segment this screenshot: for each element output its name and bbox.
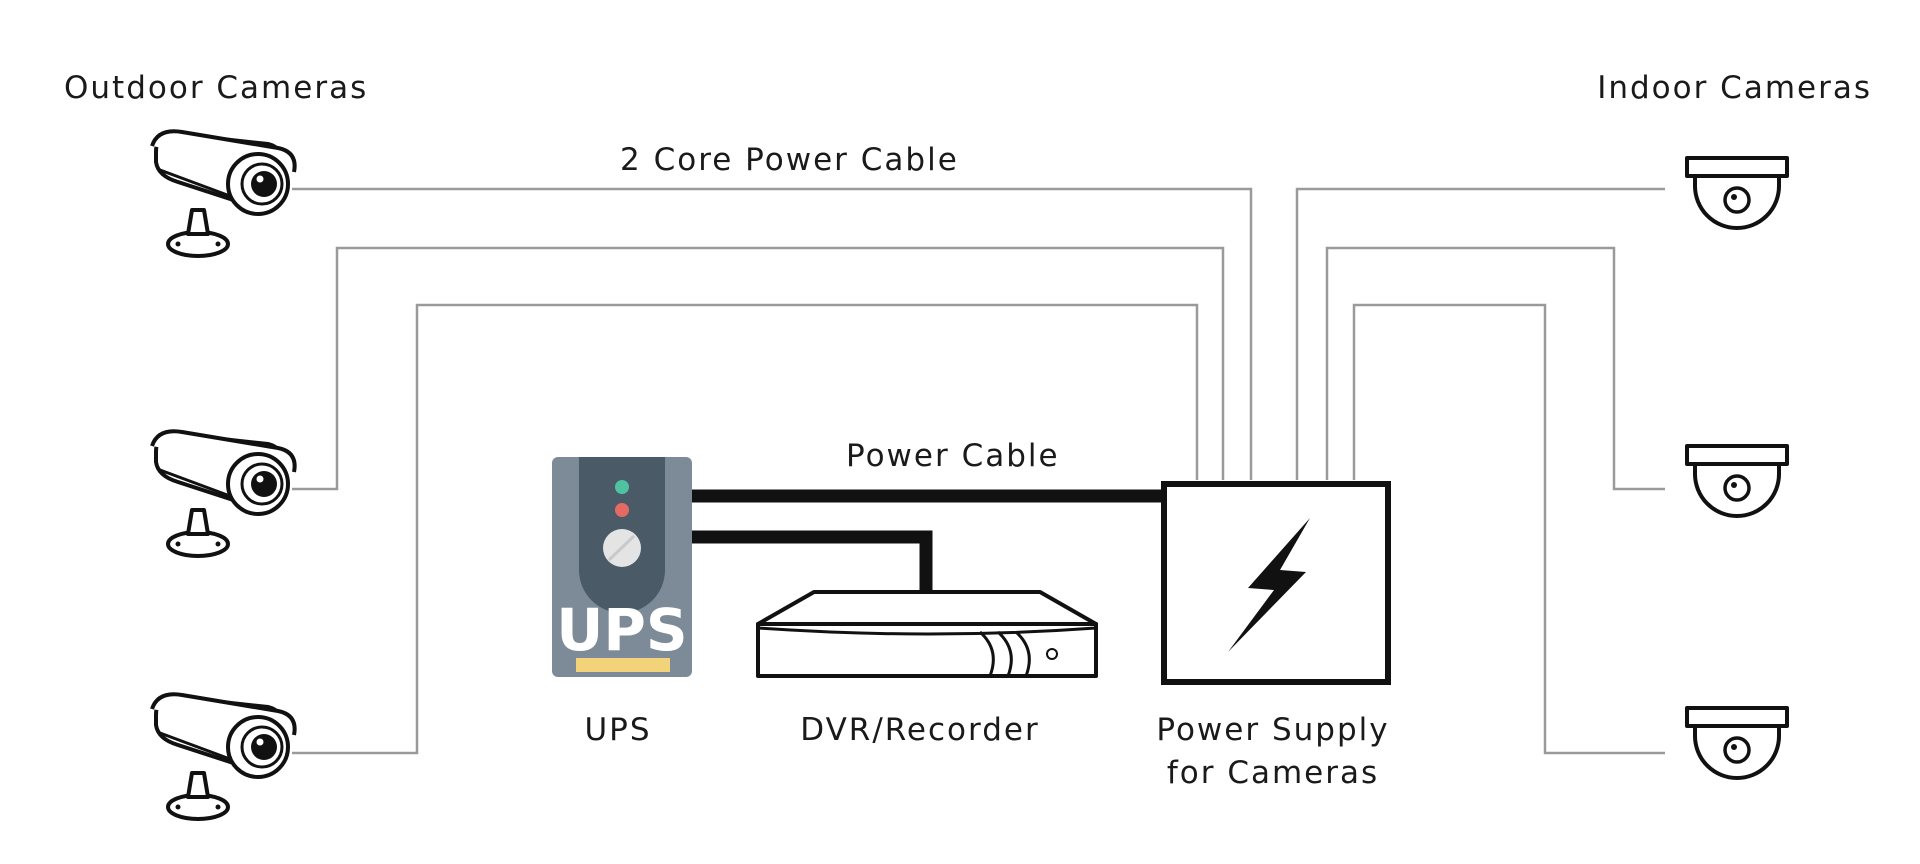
indoor-cable-1 xyxy=(1295,187,1665,480)
indoor-camera-2-icon xyxy=(1685,444,1789,518)
ups-label: UPS xyxy=(584,712,651,748)
power-supply-label-line2: for Cameras xyxy=(1167,755,1379,791)
outdoor-cable-3 xyxy=(292,303,1199,755)
ups-device-badge: UPS xyxy=(556,596,687,664)
ups-to-dvr-cable xyxy=(692,530,933,594)
power-supply-box xyxy=(1161,481,1391,685)
outdoor-camera-3-icon xyxy=(150,692,297,821)
indoor-cable-2 xyxy=(1325,246,1665,491)
indoor-camera-3-icon xyxy=(1685,706,1789,780)
power-cable-label: Power Cable xyxy=(846,438,1060,474)
indoor-cable-3 xyxy=(1352,303,1665,755)
dvr-recorder-device xyxy=(756,590,1098,678)
lightning-bolt-icon xyxy=(1228,518,1310,652)
outdoor-camera-1-icon xyxy=(150,129,297,258)
outdoor-cable-1 xyxy=(292,187,1253,480)
green-led-icon xyxy=(615,480,629,494)
red-led-icon xyxy=(615,503,629,517)
indoor-camera-1-icon xyxy=(1685,156,1789,230)
two-core-cable-label: 2 Core Power Cable xyxy=(620,142,959,178)
dvr-label: DVR/Recorder xyxy=(800,712,1039,748)
power-supply-label-line1: Power Supply xyxy=(1156,712,1389,748)
indoor-cameras-label: Indoor Cameras xyxy=(1597,70,1872,106)
ups-device: UPS xyxy=(552,457,692,677)
outdoor-cameras-label: Outdoor Cameras xyxy=(64,70,368,106)
outdoor-cable-2 xyxy=(292,246,1225,491)
outdoor-camera-2-icon xyxy=(150,429,297,558)
